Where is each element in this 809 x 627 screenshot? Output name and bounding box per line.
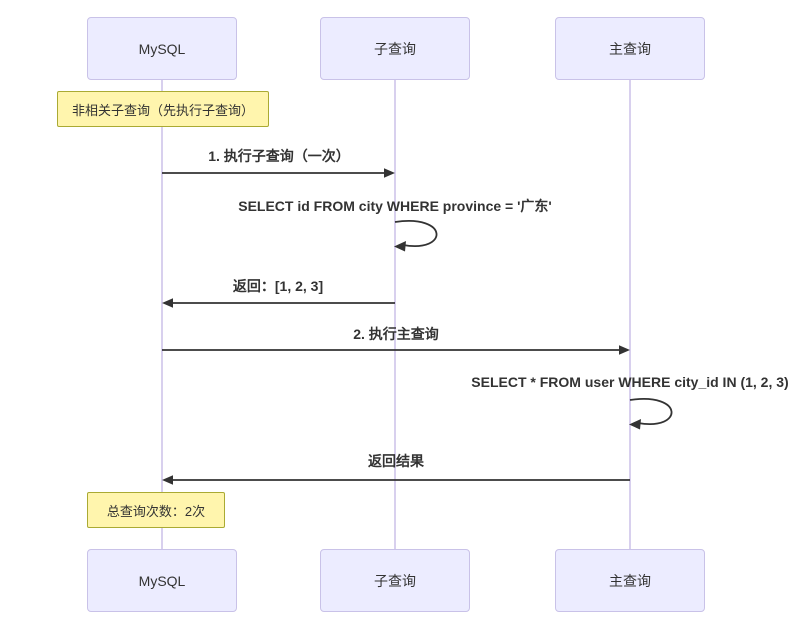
- self-message-mainquery-label: SELECT * FROM user WHERE city_id IN (1, …: [471, 374, 789, 390]
- actor-label: 主查询: [609, 572, 651, 589]
- message-3-arrowhead: [619, 345, 630, 355]
- actor-top-mysql: MySQL: [87, 17, 237, 80]
- message-2-arrowhead: [162, 298, 173, 308]
- actor-label: MySQL: [138, 40, 186, 57]
- self-loop-mainquery-arrowhead: [629, 419, 641, 430]
- actor-top-mainquery: 主查询: [555, 17, 705, 80]
- self-message-subquery-label: SELECT id FROM city WHERE province = '广东…: [238, 198, 552, 214]
- note-text: 总查询次数：2次: [106, 503, 206, 519]
- note-uncorrelated-subquery: 非相关子查询（先执行子查询）: [57, 91, 269, 127]
- message-3-label: 2. 执行主查询: [353, 326, 439, 342]
- actor-bottom-mysql: MySQL: [87, 549, 237, 612]
- self-loop-subquery-arrowhead: [394, 241, 406, 252]
- actor-label: 主查询: [609, 40, 651, 57]
- message-1-label: 1. 执行子查询（一次）: [208, 148, 350, 164]
- message-1-arrowhead: [384, 168, 395, 178]
- actor-bottom-mainquery: 主查询: [555, 549, 705, 612]
- message-4-arrowhead: [162, 475, 173, 485]
- actor-bottom-subquery: 子查询: [320, 549, 470, 612]
- actor-label: MySQL: [138, 572, 186, 589]
- self-loop-mainquery: [629, 398, 673, 425]
- actor-label: 子查询: [374, 40, 416, 57]
- message-2-label: 返回：[1, 2, 3]: [232, 278, 324, 294]
- note-total-query-count: 总查询次数：2次: [87, 492, 225, 528]
- actor-label: 子查询: [374, 572, 416, 589]
- self-loop-subquery: [394, 220, 438, 247]
- note-text: 非相关子查询（先执行子查询）: [71, 102, 254, 118]
- actor-top-subquery: 子查询: [320, 17, 470, 80]
- message-4-label: 返回结果: [368, 453, 424, 469]
